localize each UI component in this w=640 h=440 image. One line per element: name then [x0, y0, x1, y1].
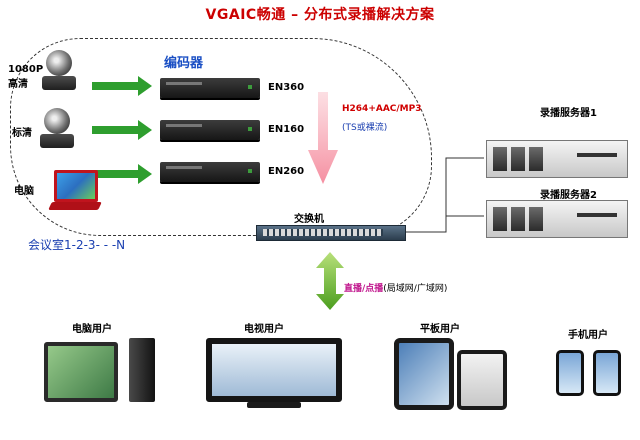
encoder-icon	[160, 78, 260, 98]
source-label-sd: 标清	[12, 128, 32, 139]
distribution-network: (局域网/广域网)	[383, 284, 448, 294]
arrow-source-3	[92, 164, 152, 184]
distribution-mode: 直播/点播	[344, 284, 384, 294]
ptz-camera-icon	[42, 50, 76, 90]
source-label-1080p: 1080P 高清	[8, 64, 44, 90]
switch-to-servers-line	[404, 157, 484, 233]
client-label-phone: 手机用户	[568, 330, 608, 341]
source-label-pc: 电脑	[14, 186, 34, 197]
encoder-group-title: 编码器	[164, 56, 204, 71]
server-icon	[486, 140, 628, 178]
distribution-label: 直播/点播(局域网/广域网)	[344, 276, 447, 295]
stream-codec-label: H264+AAC/MP3	[342, 104, 422, 114]
pc-icon	[44, 338, 156, 402]
client-label-pc: 电脑用户	[72, 324, 112, 335]
laptop-icon	[44, 170, 102, 210]
tv-icon	[206, 338, 342, 408]
switch-label: 交换机	[294, 214, 324, 225]
arrow-source-1	[92, 76, 152, 96]
diagram-title: VGAIC畅通 – 分布式录播解决方案	[205, 7, 435, 23]
bidirectional-arrow	[316, 252, 344, 310]
switch-icon	[256, 225, 406, 241]
client-label-tv: 电视用户	[244, 324, 284, 335]
server-label-2: 录播服务器2	[540, 190, 597, 201]
ptz-camera-icon	[40, 108, 74, 148]
server-icon	[486, 200, 628, 238]
phone-icon	[556, 350, 622, 400]
client-label-tablet: 平板用户	[420, 324, 460, 335]
encoder-model-3: EN260	[268, 166, 305, 177]
encoder-model-2: EN160	[268, 124, 305, 135]
stream-down-arrow	[308, 92, 338, 184]
arrow-source-2	[92, 120, 152, 140]
encoder-icon	[160, 162, 260, 182]
stream-transport-label: (TS或裸流)	[342, 123, 388, 133]
server-label-1: 录播服务器1	[540, 108, 597, 119]
tablet-icon	[394, 338, 508, 410]
encoder-model-1: EN360	[268, 82, 305, 93]
room-label: 会议室1-2-3- - -N	[28, 238, 126, 252]
encoder-icon	[160, 120, 260, 140]
